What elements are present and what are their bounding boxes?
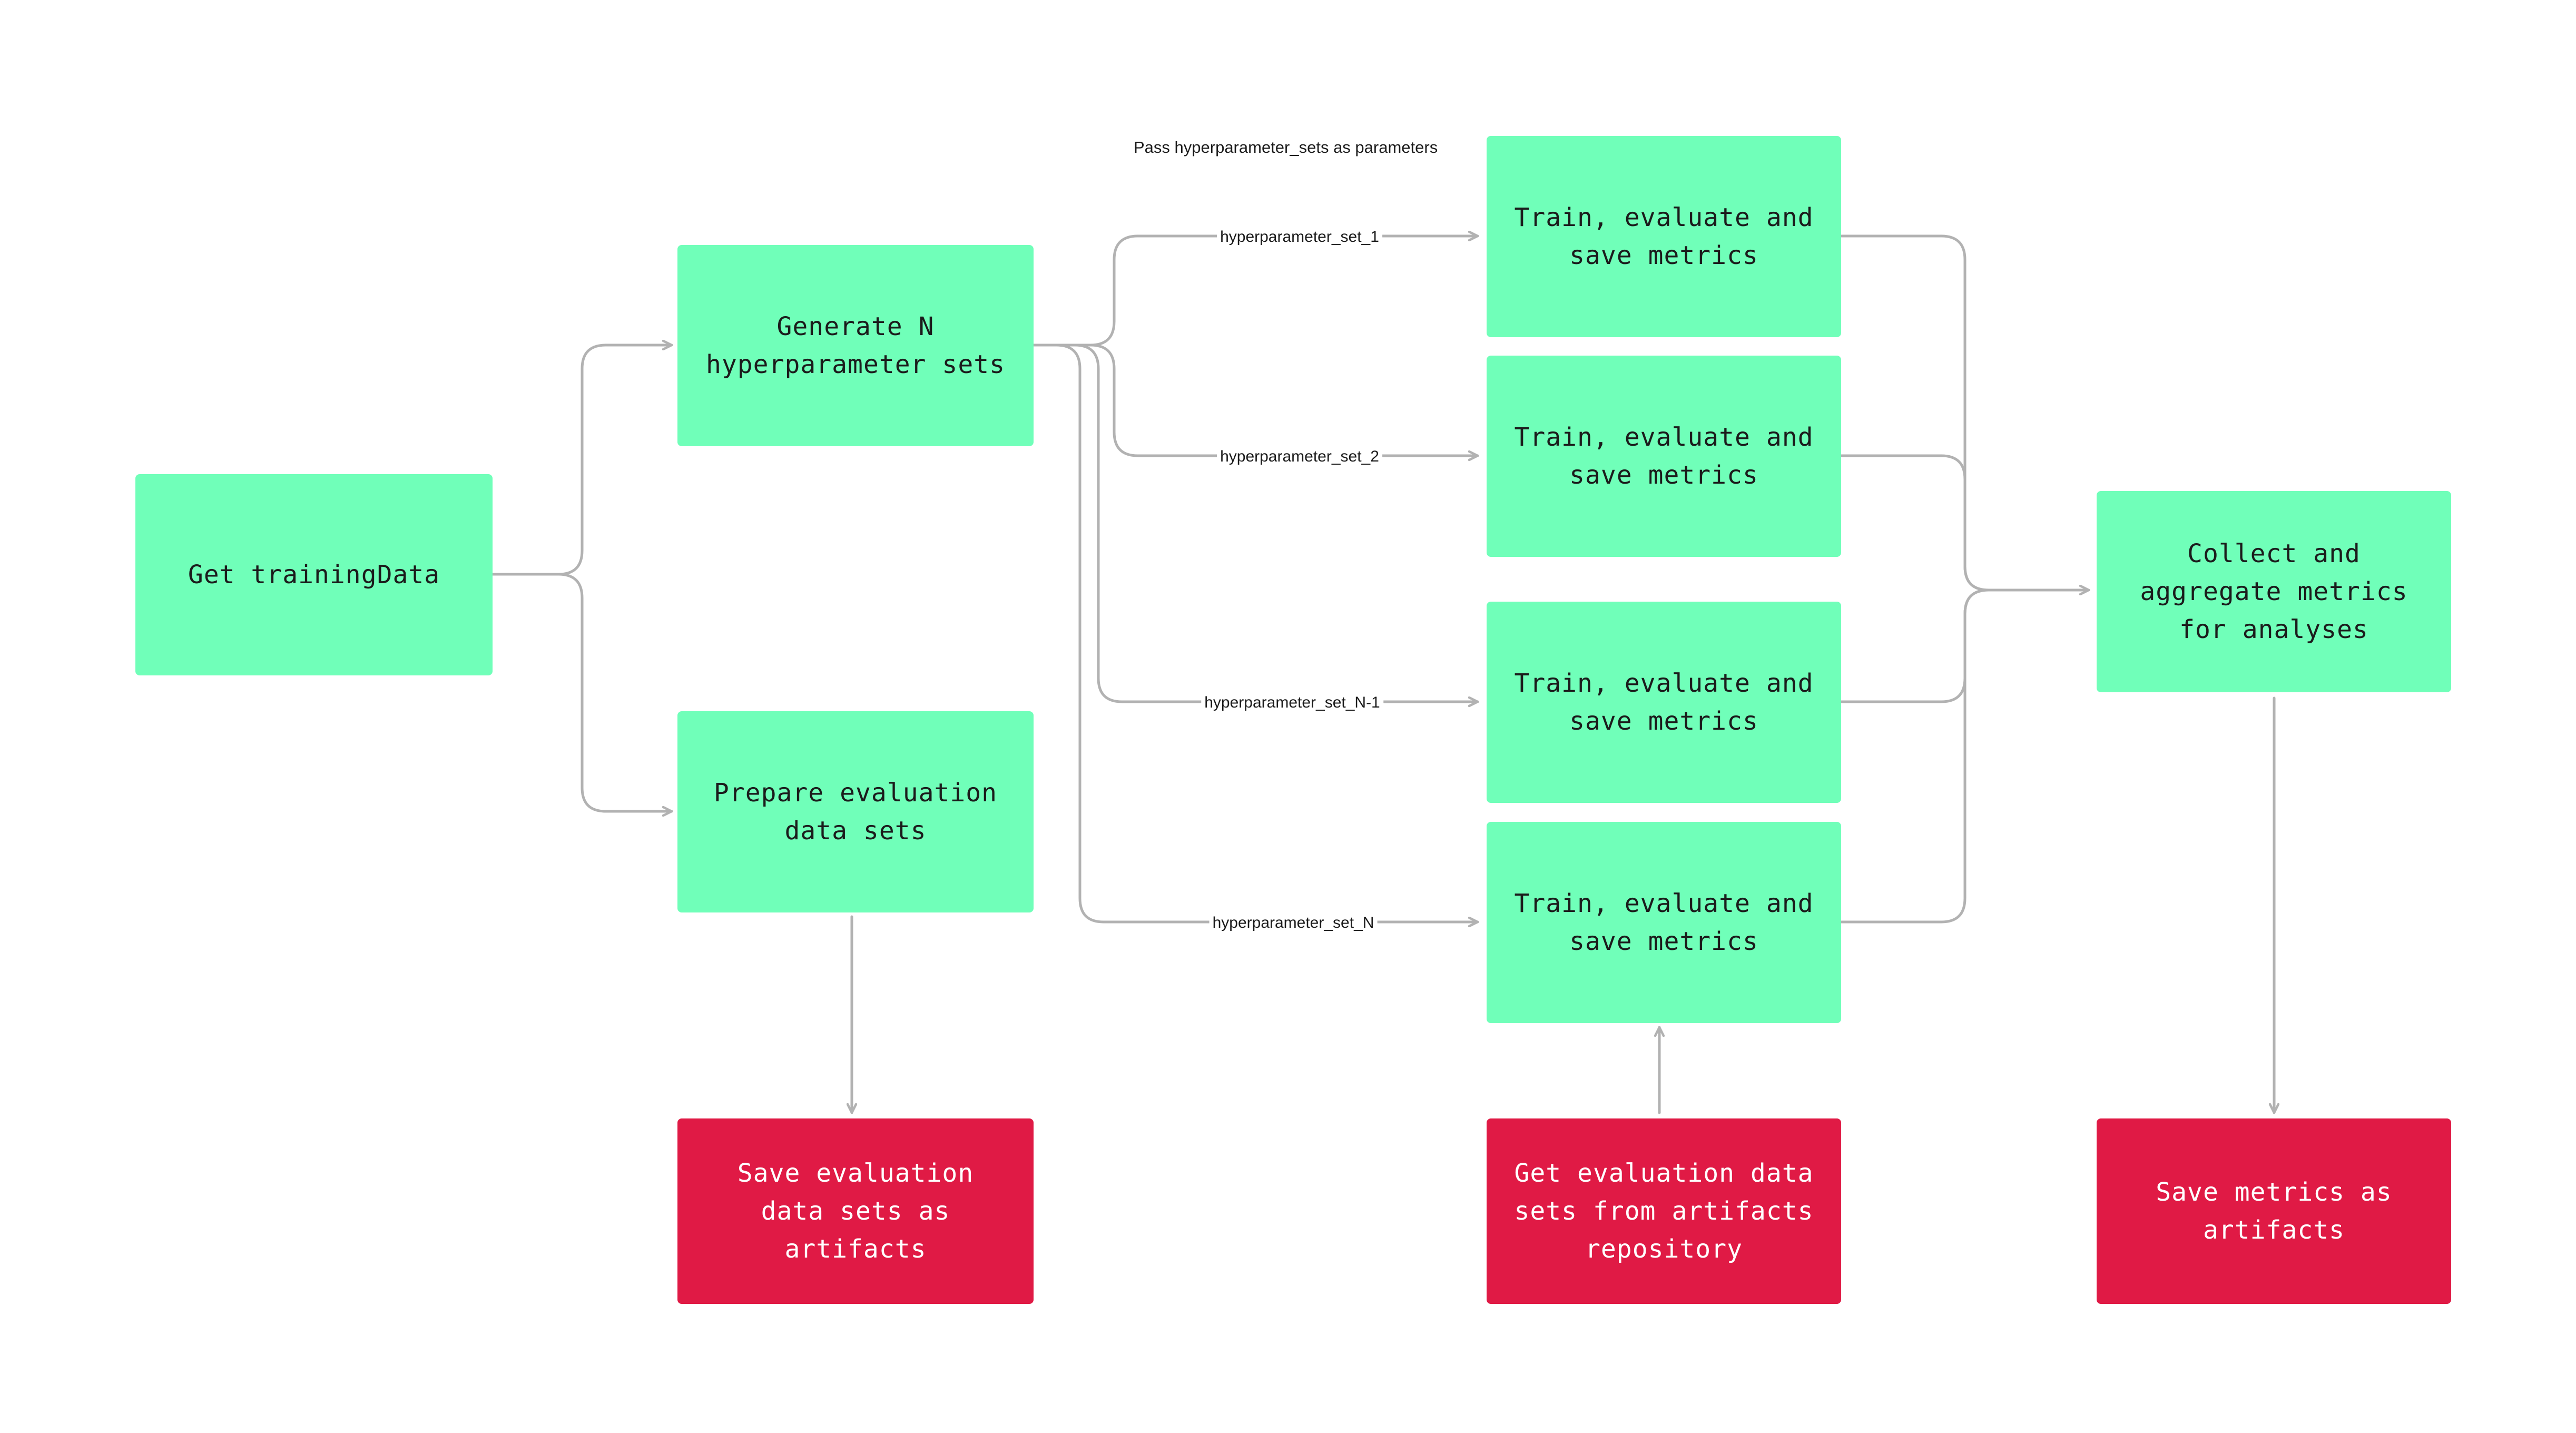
edge-generate-to-train-n1 [1032,343,1479,702]
node-save-evaluation-artifacts: Save evaluation data sets as artifacts [677,1118,1034,1304]
edge-train-2-to-collect [1840,454,1990,592]
node-train-1: Train, evaluate and save metrics [1487,136,1841,337]
edge-generate-to-train-1 [1032,236,1479,347]
node-generate-hyperparameter-sets: Generate N hyperparameter sets [677,245,1034,446]
node-train-n: Train, evaluate and save metrics [1487,822,1841,1023]
edge-label-set-2: hyperparameter_set_2 [1217,448,1382,466]
edge-train-n-to-collect [1840,588,1990,924]
edge-label-set-n-1: hyperparameter_set_N-1 [1201,694,1383,712]
node-save-metrics-artifacts: Save metrics as artifacts [2097,1118,2451,1304]
node-prepare-evaluation-data: Prepare evaluation data sets [677,711,1034,912]
edge-label-set-n: hyperparameter_set_N [1209,914,1378,932]
edge-generate-to-train-2 [1032,343,1479,456]
parameters-note: Pass hyperparameter_sets as parameters [1134,138,1438,156]
node-get-training-data: Get trainingData [135,474,493,675]
edge-get-to-generate [491,345,673,576]
node-collect-metrics: Collect and aggregate metrics for analys… [2097,491,2451,692]
edge-label-set-1: hyperparameter_set_1 [1217,228,1382,246]
node-train-n-1: Train, evaluate and save metrics [1487,602,1841,803]
node-get-evaluation-artifacts: Get evaluation data sets from artifacts … [1487,1118,1841,1304]
edge-generate-to-train-n [1032,343,1479,922]
node-train-2: Train, evaluate and save metrics [1487,356,1841,557]
edge-get-to-prepare [491,573,673,811]
